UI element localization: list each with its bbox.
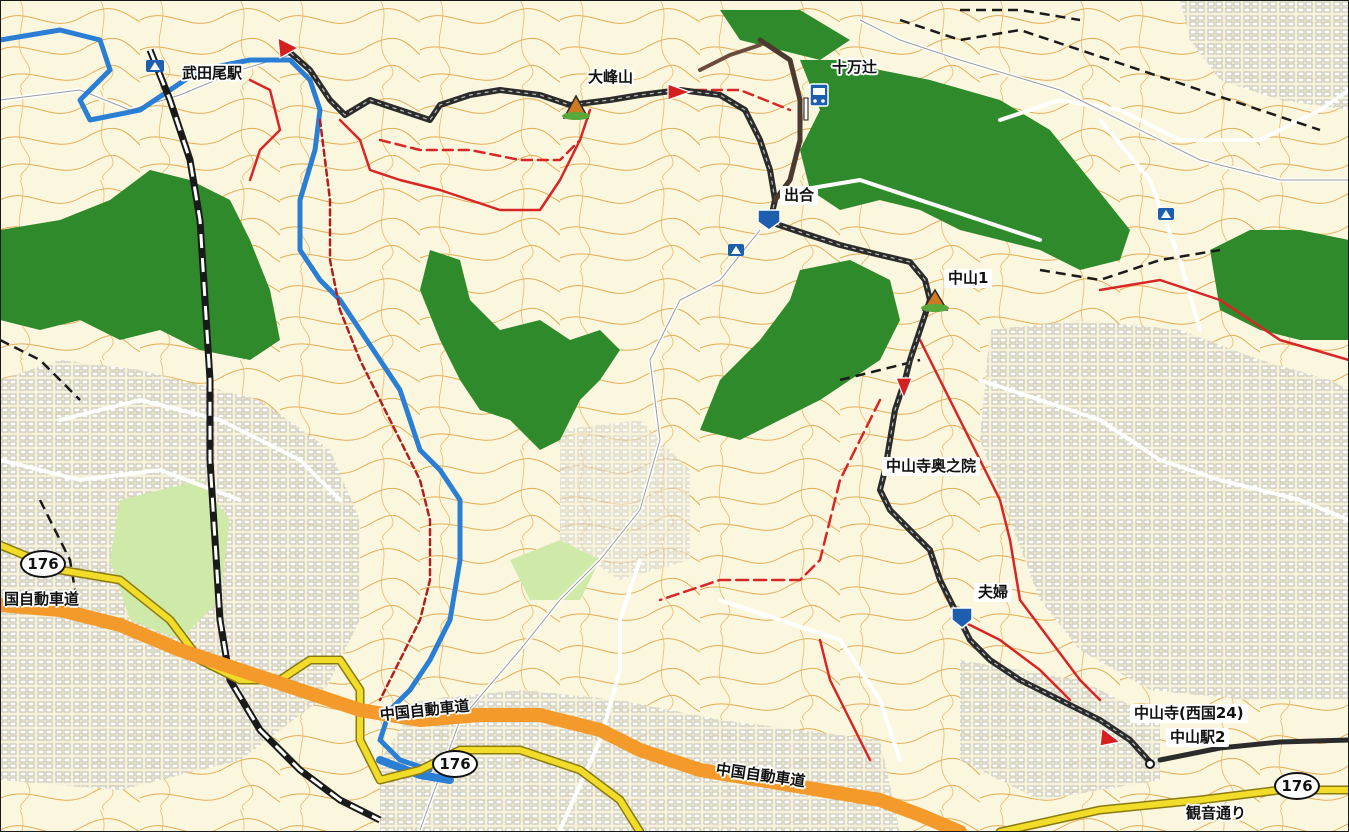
red-trails (248, 78, 1349, 762)
river (0, 27, 463, 784)
road-label-kannon-dori: 観音通り (1186, 804, 1247, 822)
place-label-nakayamadera: 中山寺(西国24) (1130, 704, 1248, 723)
junction-marker-icon (757, 209, 973, 629)
route-176-shield: 176 (432, 750, 478, 778)
place-label-okunoin: 中山寺奥之院 (882, 457, 981, 476)
chugoku-expressway (0, 598, 967, 832)
railway (146, 48, 382, 824)
place-label-jumantsuji: 十万辻 (832, 58, 878, 76)
route-end-marker (1145, 759, 1155, 769)
route-176-shield: 176 (1274, 772, 1320, 800)
station-label-takedao: 武田尾駅 (182, 64, 243, 82)
mountain-peak-icon (562, 94, 949, 312)
place-label-deai: 出合 (780, 186, 819, 205)
forest-areas (0, 10, 1349, 450)
road-label-expressway-partial: 国自動車道 (4, 590, 80, 608)
camp-icon (146, 60, 1174, 256)
peak-label-nakayama1: 中山1 (944, 269, 993, 288)
route-176-shield: 176 (20, 550, 66, 578)
hiking-route (282, 37, 1349, 765)
station-label-nakayama2: 中山駅2 (1166, 728, 1230, 747)
bus-stop-icon (803, 83, 829, 121)
route-arrow-icon (277, 36, 1122, 747)
peak-label-ominesan: 大峰山 (588, 68, 634, 86)
place-label-meoto: 夫婦 (974, 583, 1013, 602)
